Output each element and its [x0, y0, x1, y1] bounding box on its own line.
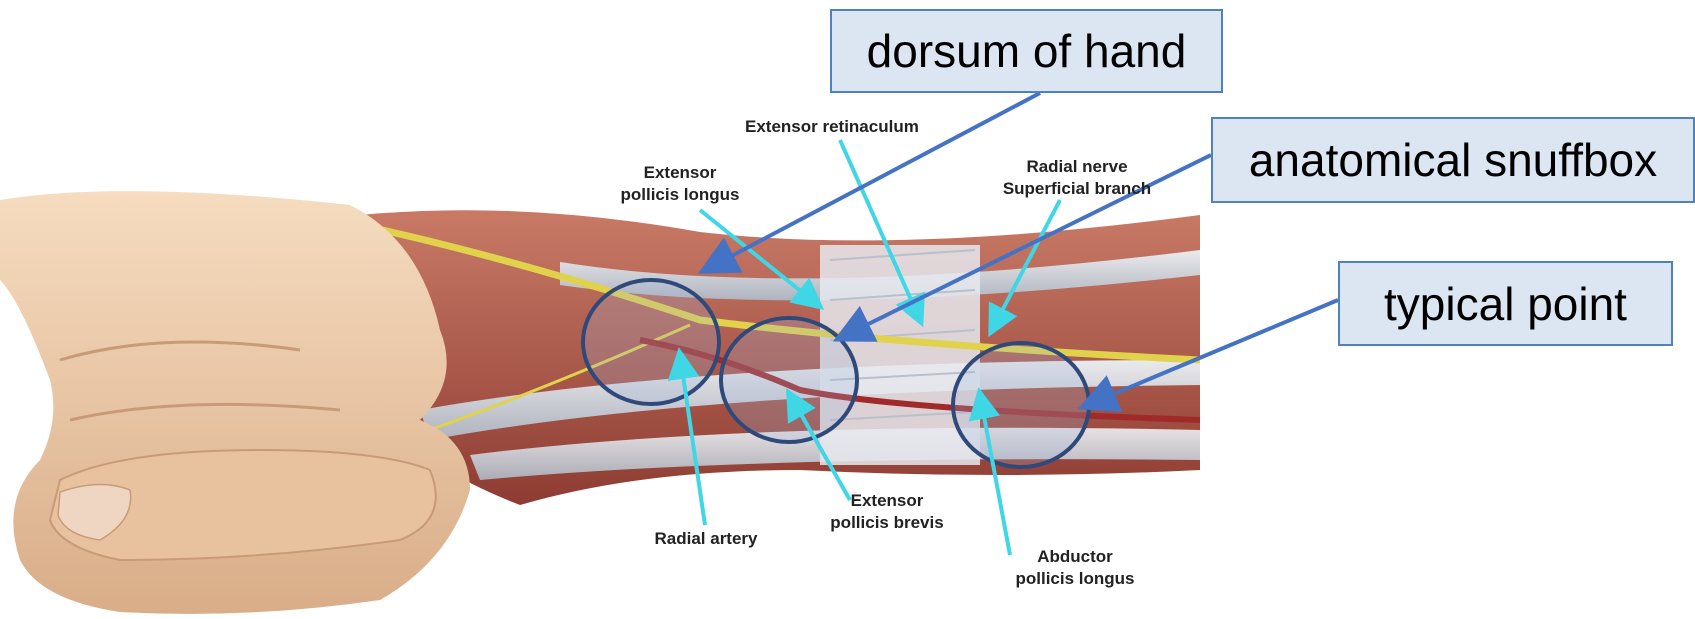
label-epl-line2: pollicis longus — [620, 185, 739, 204]
label-radial-nerve-line2: Superficial branch — [1003, 179, 1151, 198]
label-apl-line2: pollicis longus — [1015, 569, 1134, 588]
hand — [0, 191, 470, 614]
callout-dorsum-of-hand: dorsum of hand — [830, 9, 1223, 93]
callout-snuffbox-text: anatomical snuffbox — [1249, 137, 1657, 183]
circle-snuffbox — [721, 318, 857, 442]
label-apl-line1: Abductor — [1037, 547, 1113, 566]
label-radial-artery: Radial artery — [655, 529, 759, 548]
circle-dorsum — [583, 280, 719, 404]
label-epl-line1: Extensor — [644, 163, 717, 182]
circle-typical — [953, 343, 1089, 467]
label-epb-line1: Extensor — [851, 491, 924, 510]
label-radial-nerve-line1: Radial nerve — [1026, 157, 1127, 176]
label-epb-line2: pollicis brevis — [830, 513, 943, 532]
callout-typical-text: typical point — [1384, 281, 1627, 327]
callout-anatomical-snuffbox: anatomical snuffbox — [1211, 117, 1695, 203]
callout-dorsum-text: dorsum of hand — [867, 28, 1187, 74]
label-extensor-retinaculum: Extensor retinaculum — [745, 117, 919, 136]
callout-typical-point: typical point — [1338, 261, 1673, 346]
